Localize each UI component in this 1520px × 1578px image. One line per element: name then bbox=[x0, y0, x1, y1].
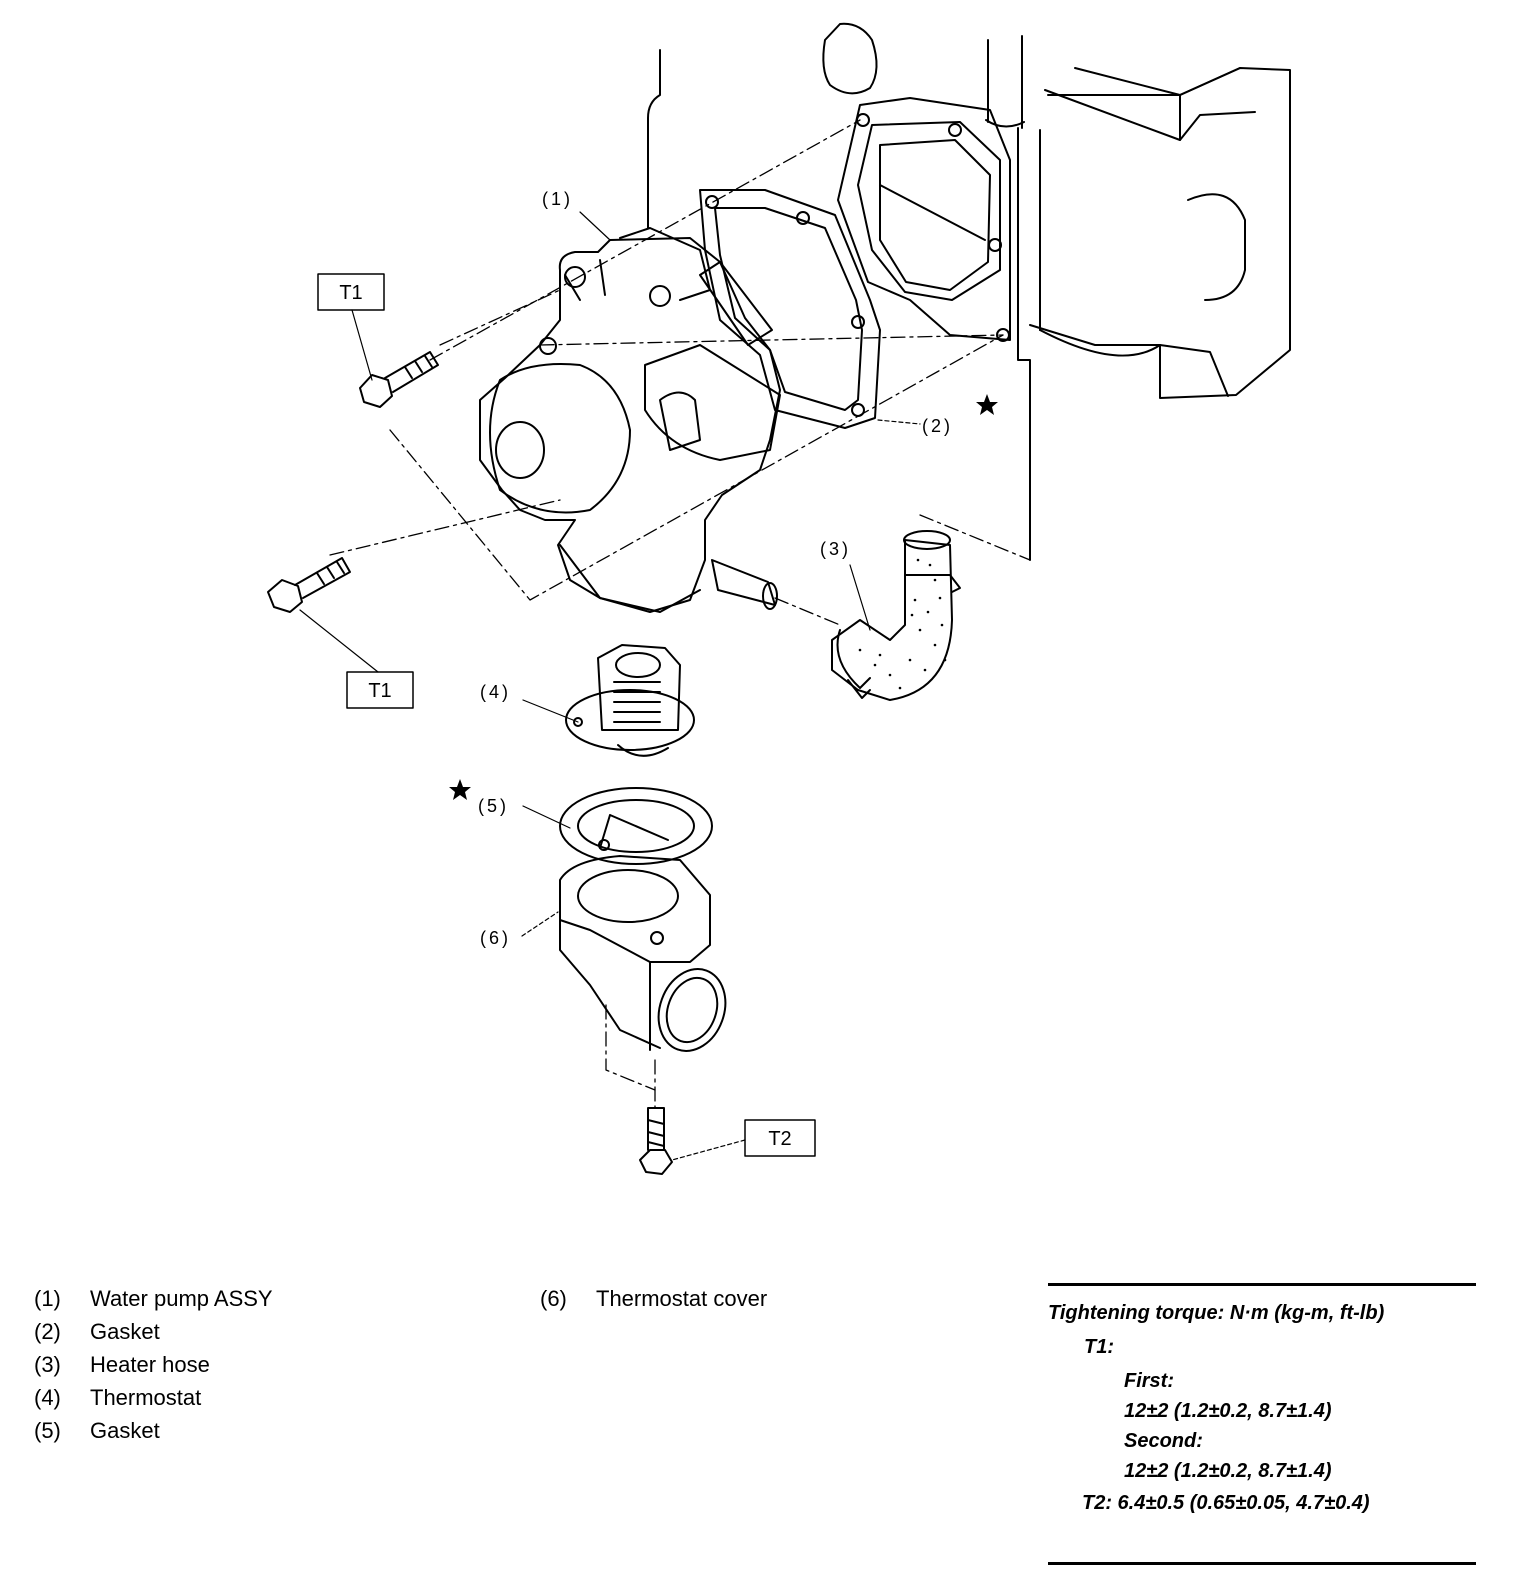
torque-second-label: Second: bbox=[1124, 1430, 1203, 1452]
legend-item-number: (4) bbox=[34, 1385, 61, 1410]
legend-item-label: Thermostat bbox=[90, 1385, 202, 1410]
legend-item-label: Gasket bbox=[90, 1319, 160, 1344]
torque-tag-t1-upper: T1 bbox=[317, 273, 385, 311]
legend-item-number: (6) bbox=[540, 1286, 567, 1311]
parts-legend-right: (6) Thermostat cover bbox=[540, 1282, 767, 1315]
callout-5: (5) bbox=[478, 796, 509, 816]
heater-hose-3 bbox=[831, 530, 961, 701]
tightening-torque-box: Tightening torque: N·m (kg-m, ft-lb) T1:… bbox=[1048, 1283, 1476, 1565]
engine-block-outline bbox=[647, 35, 1291, 561]
callout-3: (3) bbox=[820, 539, 851, 559]
block-mounting-flange bbox=[822, 22, 1011, 342]
thermostat-4 bbox=[565, 644, 695, 757]
legend-item: (3) Heater hose bbox=[34, 1348, 273, 1381]
torque-t1-label: T1: bbox=[1084, 1336, 1114, 1358]
torque-tag-t1-lower: T1 bbox=[346, 671, 414, 709]
legend-item-number: (5) bbox=[34, 1418, 61, 1443]
callout-labels: (1) (2) (3) (4) (5) (6) bbox=[478, 189, 953, 948]
torque-t2-line: T2: 6.4±0.5 (0.65±0.05, 4.7±0.4) bbox=[1082, 1492, 1370, 1514]
callout-1: (1) bbox=[542, 189, 573, 209]
legend-item: (4) Thermostat bbox=[34, 1381, 273, 1414]
tag-t1-upper-text: T1 bbox=[339, 282, 362, 304]
tag-t2-text: T2 bbox=[768, 1128, 791, 1150]
bolt-t1-upper bbox=[359, 351, 439, 408]
legend-item: (5) Gasket bbox=[34, 1414, 273, 1447]
legend-item: (6) Thermostat cover bbox=[540, 1282, 767, 1315]
bolt-t2 bbox=[639, 1107, 673, 1175]
gasket-2 bbox=[699, 189, 881, 429]
callout-4: (4) bbox=[480, 682, 511, 702]
legend-item-number: (3) bbox=[34, 1352, 61, 1377]
torque-first-label: First: bbox=[1124, 1370, 1174, 1392]
legend-item-label: Heater hose bbox=[90, 1352, 210, 1377]
torque-tag-t2: T2 bbox=[744, 1119, 816, 1157]
water-pump-assy bbox=[479, 227, 781, 613]
gasket-5 bbox=[559, 787, 713, 865]
torque-first-value: 12±2 (1.2±0.2, 8.7±1.4) bbox=[1124, 1400, 1332, 1422]
torque-second-value: 12±2 (1.2±0.2, 8.7±1.4) bbox=[1124, 1460, 1332, 1482]
legend-item-number: (1) bbox=[34, 1286, 61, 1311]
thermostat-cover-6 bbox=[559, 855, 727, 1052]
bolt-t1-lower bbox=[267, 557, 351, 613]
parts-legend-left: (1) Water pump ASSY (2) Gasket (3) Heate… bbox=[34, 1282, 273, 1447]
legend-item-label: Gasket bbox=[90, 1418, 160, 1443]
star-mark-icon bbox=[449, 394, 998, 800]
legend-item-label: Thermostat cover bbox=[596, 1286, 768, 1311]
legend-item-number: (2) bbox=[34, 1319, 61, 1344]
legend-item: (2) Gasket bbox=[34, 1315, 273, 1348]
leader-lines bbox=[299, 211, 921, 1161]
assembly-guide-lines bbox=[329, 119, 1031, 1109]
callout-2: (2) bbox=[922, 416, 953, 436]
torque-heading: Tightening torque: N·m (kg-m, ft-lb) bbox=[1048, 1302, 1385, 1324]
tag-t1-lower-text: T1 bbox=[368, 680, 391, 702]
callout-6: (6) bbox=[480, 928, 511, 948]
legend-item: (1) Water pump ASSY bbox=[34, 1282, 273, 1315]
legend-item-label: Water pump ASSY bbox=[90, 1286, 273, 1311]
exploded-parts-diagram: (1) (2) (3) (4) (5) (6) T1 T1 T2 bbox=[267, 22, 1291, 1175]
